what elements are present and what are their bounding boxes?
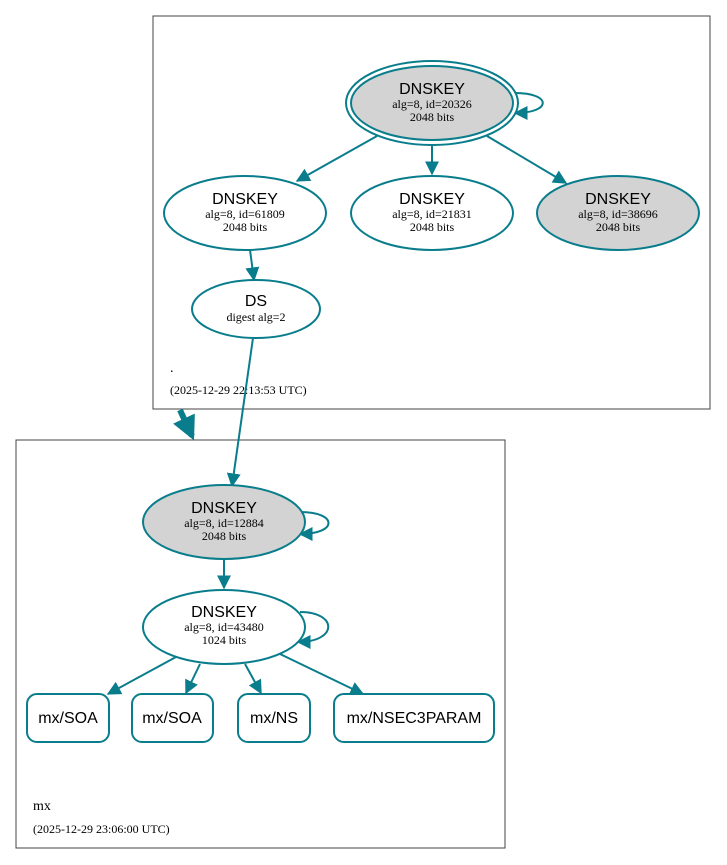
ds-ellipse — [191, 279, 321, 339]
root-ksk-node[interactable]: DNSKEY alg=8, id=20326 2048 bits — [345, 60, 519, 146]
root-zsk1-ellipse — [163, 175, 327, 251]
root-zsk1-bits: 2048 bits — [223, 220, 268, 234]
mx-zsk-alg: alg=8, id=43480 — [184, 620, 264, 634]
rrset-box — [26, 693, 110, 743]
rrset-label: mx/NS — [250, 710, 298, 727]
root-zsk2-title: DNSKEY — [399, 191, 465, 208]
mx-zsk-to-soa2-edge — [185, 663, 201, 695]
rrset-mx-soa-1[interactable]: mx/SOA — [26, 693, 110, 743]
mx-ksk-self-edge — [298, 511, 330, 541]
ds-digest: digest alg=2 — [226, 310, 285, 324]
rrset-box — [237, 693, 311, 743]
mx-ksk-bits: 2048 bits — [202, 529, 247, 543]
ds-node[interactable]: DS digest alg=2 — [191, 279, 321, 339]
root-ksk-self-edge — [513, 92, 544, 120]
root-ksk-to-zsk1-edge — [295, 135, 378, 182]
root-zsk2-alg: alg=8, id=21831 — [392, 207, 472, 221]
rrset-label: mx/SOA — [142, 710, 202, 727]
root-zsk3-ellipse — [536, 175, 700, 251]
root-zone-box — [152, 15, 711, 410]
mx-zsk-self-edge — [296, 611, 330, 649]
root-zsk3-node[interactable]: DNSKEY alg=8, id=38696 2048 bits — [536, 175, 700, 251]
ds-title: DS — [245, 293, 267, 310]
mx-ksk-ellipse — [142, 484, 306, 560]
mx-zone-timestamp: (2025-12-29 23:06:00 UTC) — [33, 822, 170, 836]
root-zone-name: . — [170, 361, 174, 376]
mx-ksk-title: DNSKEY — [191, 500, 257, 517]
rrset-label: mx/NSEC3PARAM — [347, 710, 482, 727]
delegation-arrow — [173, 408, 195, 441]
root-ksk-alg: alg=8, id=20326 — [392, 97, 472, 111]
mx-zsk-to-soa1-edge — [106, 656, 177, 695]
root-ksk-ellipse — [350, 65, 514, 141]
root-zone-timestamp: (2025-12-29 22:13:53 UTC) — [170, 383, 307, 397]
mx-zone-name: mx — [33, 799, 51, 814]
root-zsk3-title: DNSKEY — [585, 191, 651, 208]
root-zsk2-node[interactable]: DNSKEY alg=8, id=21831 2048 bits — [350, 175, 514, 251]
root-zsk1-title: DNSKEY — [212, 191, 278, 208]
mx-ksk-node[interactable]: DNSKEY alg=8, id=12884 2048 bits — [142, 484, 306, 560]
mx-zsk-node[interactable]: DNSKEY alg=8, id=43480 1024 bits — [142, 589, 306, 665]
root-zsk2-ellipse — [350, 175, 514, 251]
mx-ksk-alg: alg=8, id=12884 — [184, 516, 264, 530]
rrset-mx-ns[interactable]: mx/NS — [237, 693, 311, 743]
root-zsk2-bits: 2048 bits — [410, 220, 455, 234]
root-zsk1-node[interactable]: DNSKEY alg=8, id=61809 2048 bits — [163, 175, 327, 251]
root-zsk1-alg: alg=8, id=61809 — [205, 207, 285, 221]
root-zsk3-bits: 2048 bits — [596, 220, 641, 234]
mx-zone-box — [15, 439, 506, 849]
rrset-mx-soa-2[interactable]: mx/SOA — [131, 693, 214, 743]
mx-zsk-bits: 1024 bits — [202, 633, 247, 647]
root-ksk-title: DNSKEY — [399, 81, 465, 98]
rrset-box — [131, 693, 214, 743]
mx-zsk-to-nsec3param-edge — [279, 653, 365, 695]
rrset-box — [333, 693, 495, 743]
mx-zsk-to-ns-edge — [244, 663, 262, 695]
rrset-label: mx/SOA — [38, 710, 98, 727]
zsk1-to-ds-edge — [245, 249, 260, 282]
rrset-mx-nsec3param[interactable]: mx/NSEC3PARAM — [333, 693, 495, 743]
root-zsk3-alg: alg=8, id=38696 — [578, 207, 658, 221]
root-ksk-to-zsk3-edge — [486, 135, 568, 184]
root-ksk-bits: 2048 bits — [410, 110, 455, 124]
mx-zsk-ellipse — [142, 589, 306, 665]
mx-zsk-title: DNSKEY — [191, 604, 257, 621]
ds-to-mx-ksk-edge — [226, 337, 254, 488]
